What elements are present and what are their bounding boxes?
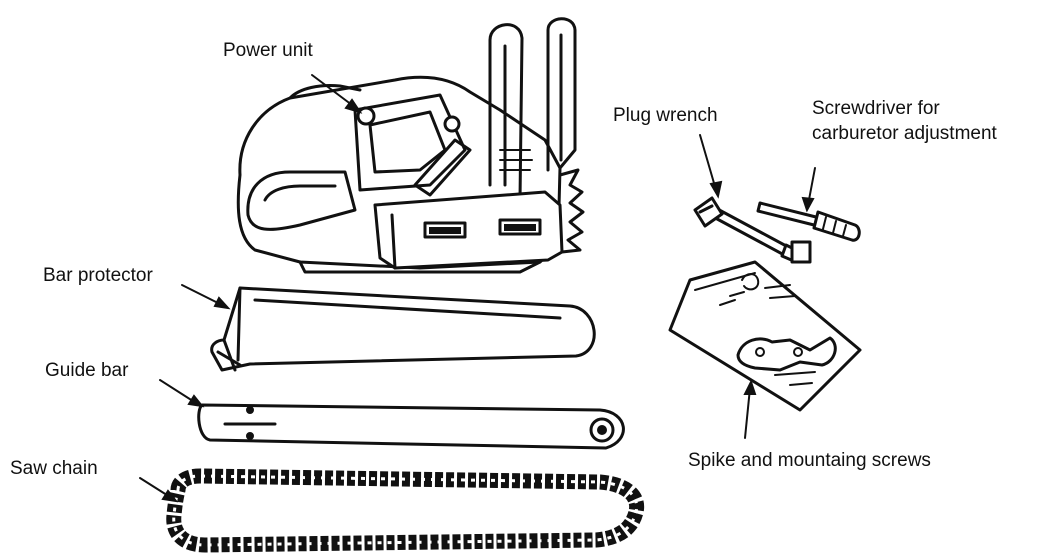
power-unit-label: Power unit <box>223 40 313 61</box>
saw-chain-icon <box>166 468 645 553</box>
saw-chain-arrow <box>161 489 179 503</box>
guide-bar-arrow <box>187 394 205 408</box>
saw-chain-leader <box>139 477 171 498</box>
screwdriver-arrow <box>801 196 815 213</box>
guide-bar-icon <box>197 403 625 450</box>
spike-screws-arrow <box>743 379 757 395</box>
bar-protector-icon <box>210 286 596 372</box>
plug-wrench-label: Plug wrench <box>613 105 718 126</box>
plug-wrench-leader <box>699 134 717 191</box>
screwdriver-label-line2: carburetor adjustment <box>812 123 997 144</box>
leader-lines <box>139 74 816 503</box>
saw-chain-label: Saw chain <box>10 458 98 479</box>
bar-protector-leader <box>181 284 223 306</box>
bar-protector-label: Bar protector <box>43 265 153 286</box>
spike-bag-icon <box>668 260 862 412</box>
plug-wrench-icon <box>693 196 812 264</box>
plug-wrench-arrow <box>709 180 723 199</box>
screwdriver-icon <box>756 201 861 242</box>
screwdriver-label-line1: Screwdriver for <box>812 98 940 119</box>
guide-bar-leader <box>159 379 197 404</box>
chainsaw-power-unit-icon <box>236 17 585 274</box>
guide-bar-label: Guide bar <box>45 360 129 381</box>
power-unit-leader <box>311 74 357 109</box>
bar-protector-arrow <box>213 296 231 310</box>
spike-screws-label: Spike and mountaing screws <box>688 450 931 471</box>
spike-screws-leader <box>744 387 751 439</box>
power-unit-arrow <box>344 98 363 114</box>
